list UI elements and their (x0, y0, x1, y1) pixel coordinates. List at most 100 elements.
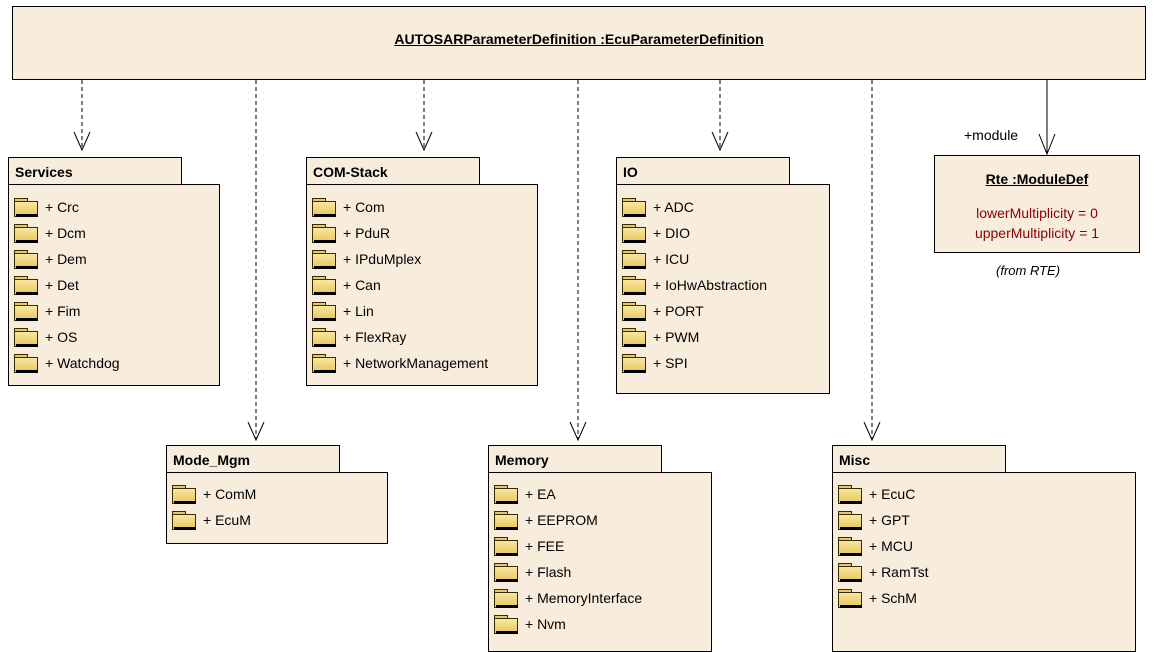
package-item[interactable]: + DIO (621, 221, 690, 245)
package-item[interactable]: + MemoryInterface (493, 586, 642, 610)
package-item-label: + Flash (525, 564, 572, 580)
folder-icon (621, 327, 647, 347)
rte-source-note: (from RTE) (996, 263, 1061, 278)
folder-icon (493, 536, 519, 556)
package-body-io: + ADC + DIO + ICU + IoHwAbstraction + PO… (616, 184, 830, 394)
package-item[interactable]: + EcuM (171, 508, 251, 532)
package-item[interactable]: + PduR (311, 221, 390, 245)
package-item-label: + Lin (343, 303, 374, 319)
association-role-label: +module (964, 127, 1019, 143)
folder-icon (311, 275, 337, 295)
package-item[interactable]: + ADC (621, 195, 694, 219)
arrowhead-io (711, 131, 729, 152)
package-item[interactable]: + OS (13, 325, 77, 349)
ecu-parameter-definition-class[interactable]: AUTOSARParameterDefinition :EcuParameter… (12, 6, 1146, 80)
package-item-label: + ADC (653, 199, 694, 215)
package-item[interactable]: + Watchdog (13, 351, 120, 375)
rte-class-title: Rte :ModuleDef (985, 171, 1089, 187)
folder-icon (171, 510, 197, 530)
folder-icon (621, 353, 647, 373)
package-item[interactable]: + SPI (621, 351, 688, 375)
package-item[interactable]: + IPduMplex (311, 247, 421, 271)
package-item[interactable]: + Flash (493, 560, 571, 584)
package-item-label: + PORT (653, 303, 704, 319)
package-item[interactable]: + PORT (621, 299, 704, 323)
package-item-label: + Dcm (45, 225, 86, 241)
package-tab-io: IO (616, 157, 790, 185)
package-item[interactable]: + NetworkManagement (311, 351, 488, 375)
folder-icon (171, 484, 197, 504)
package-item[interactable]: + PWM (621, 325, 699, 349)
package-item[interactable]: + EEPROM (493, 508, 598, 532)
package-item-label: + FlexRay (343, 329, 407, 345)
arrowhead-module (1038, 133, 1056, 156)
package-item[interactable]: + Dem (13, 247, 87, 271)
arrowhead-misc (863, 421, 881, 442)
folder-icon (837, 562, 863, 582)
package-item[interactable]: + Com (311, 195, 385, 219)
package-item[interactable]: + EA (493, 482, 556, 506)
folder-icon (621, 223, 647, 243)
package-item-label: + FEE (525, 538, 565, 554)
package-tab-services: Services (8, 157, 182, 185)
package-item-label: + PduR (343, 225, 391, 241)
folder-icon (13, 301, 39, 321)
package-body-misc: + EcuC + GPT + MCU + RamTst + SchM (832, 472, 1136, 652)
package-item[interactable]: + ICU (621, 247, 689, 271)
package-item-label: + MCU (869, 538, 913, 554)
folder-icon (621, 275, 647, 295)
package-item[interactable]: + MCU (837, 534, 913, 558)
package-item-label: + Crc (45, 199, 79, 215)
package-item-label: + IoHwAbstraction (653, 277, 767, 293)
folder-icon (621, 249, 647, 269)
folder-icon (493, 588, 519, 608)
folder-icon (837, 484, 863, 504)
package-item[interactable]: + Nvm (493, 612, 566, 636)
package-item-label: + Can (343, 277, 381, 293)
package-tab-memory: Memory (488, 445, 662, 473)
package-item[interactable]: + GPT (837, 508, 910, 532)
package-item[interactable]: + FlexRay (311, 325, 406, 349)
package-item[interactable]: + Fim (13, 299, 80, 323)
folder-icon (493, 614, 519, 634)
folder-icon (311, 301, 337, 321)
package-item[interactable]: + EcuC (837, 482, 915, 506)
package-item-label: + MemoryInterface (525, 590, 643, 606)
package-item[interactable]: + Det (13, 273, 79, 297)
folder-icon (13, 249, 39, 269)
package-body-com-stack: + Com + PduR + IPduMplex + Can + Lin + F… (306, 184, 538, 386)
rte-moduledef-class[interactable]: Rte :ModuleDef lowerMultiplicity = 0 upp… (934, 155, 1140, 253)
package-item-label: + RamTst (869, 564, 929, 580)
folder-icon (621, 301, 647, 321)
folder-icon (311, 223, 337, 243)
package-body-mode-mgm: + ComM + EcuM (166, 472, 388, 544)
folder-icon (13, 353, 39, 373)
folder-icon (837, 588, 863, 608)
package-item-label: + ICU (653, 251, 690, 267)
package-item-label: + GPT (869, 512, 910, 528)
package-item[interactable]: + FEE (493, 534, 564, 558)
folder-icon (311, 249, 337, 269)
arrowhead-memory (569, 421, 587, 442)
package-body-services: + Crc + Dcm + Dem + Det + Fim + OS + Wat… (8, 184, 220, 386)
package-item-label: + EcuC (869, 486, 916, 502)
arrowhead-services (73, 131, 91, 152)
package-item[interactable]: + ComM (171, 482, 256, 506)
package-item[interactable]: + Lin (311, 299, 374, 323)
arrowhead-com-stack (415, 131, 433, 152)
arrowhead-mode-mgm (247, 421, 265, 442)
package-item[interactable]: + Can (311, 273, 381, 297)
class-title: AUTOSARParameterDefinition :EcuParameter… (394, 31, 764, 47)
package-item[interactable]: + Dcm (13, 221, 86, 245)
folder-icon (837, 536, 863, 556)
package-item[interactable]: + Crc (13, 195, 79, 219)
package-item[interactable]: + IoHwAbstraction (621, 273, 767, 297)
package-item-label: + IPduMplex (343, 251, 422, 267)
folder-icon (13, 197, 39, 217)
folder-icon (493, 510, 519, 530)
package-item[interactable]: + SchM (837, 586, 917, 610)
package-item[interactable]: + RamTst (837, 560, 929, 584)
package-item-label: + EcuM (203, 512, 251, 528)
folder-icon (13, 223, 39, 243)
